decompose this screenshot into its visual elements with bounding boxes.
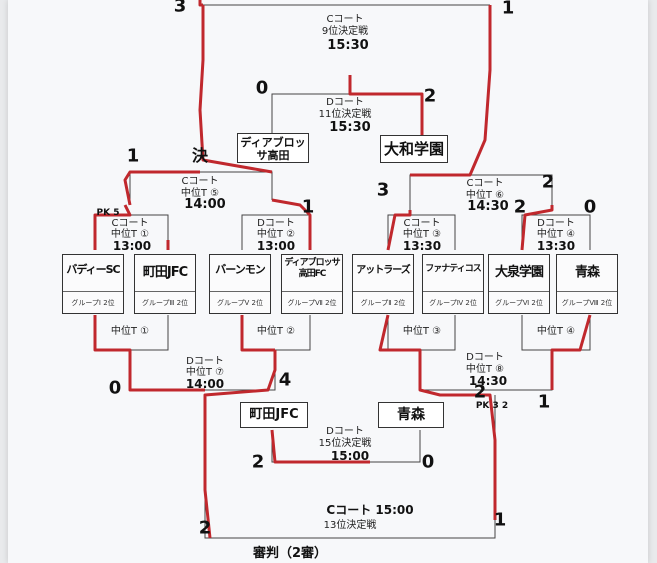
semi5-title: 中位T ⑤: [180, 188, 220, 199]
score-final9-right: 1: [501, 0, 515, 19]
team-group: グループⅧ 2位: [557, 291, 617, 318]
m4-bottom-label: 中位T ④: [536, 326, 576, 337]
final9-title: 9位決定戦: [321, 26, 369, 37]
final11-title: 11位決定戦: [318, 109, 372, 120]
team-group: グループⅢ 2位: [135, 291, 195, 318]
score-m2-right: 1: [301, 196, 315, 218]
semi8-title: 中位T ⑧: [465, 364, 505, 375]
semi7-time: 14:00: [185, 377, 225, 391]
semi5-note: 決: [191, 146, 209, 165]
final15-team-right: 青森: [378, 402, 444, 428]
score-semi6-left: 3: [376, 179, 390, 201]
team-name: 町田JFC: [142, 265, 188, 280]
score-m4-left: 2: [513, 196, 527, 218]
score-13-right: 1: [493, 509, 507, 531]
m1-title: 中位T ①: [110, 229, 150, 240]
semi6-court: Cコート: [466, 178, 504, 189]
team-group: グループⅣ 2位: [423, 291, 483, 318]
final11-time: 15:30: [329, 120, 371, 135]
score-semi8-left: 2: [473, 381, 487, 403]
score-semi6-right: 2: [541, 171, 555, 193]
semi7-title: 中位T ⑦: [185, 367, 225, 378]
semi6-time: 14:30: [467, 199, 509, 214]
team-name: 大泉学園: [494, 265, 544, 280]
team-name: 青森: [574, 265, 600, 280]
final15-team-left: 町田JFC: [240, 402, 308, 428]
score-final9-left: 3: [173, 0, 187, 17]
final11-court: Dコート: [326, 97, 364, 108]
m4-time: 13:30: [536, 239, 576, 253]
team-name: バーンモン: [215, 263, 265, 276]
final15-time: 15:00: [330, 449, 370, 463]
final9-court: Cコート: [326, 14, 364, 25]
final15-title: 15位決定戦: [318, 438, 372, 449]
m2-time: 13:00: [256, 239, 296, 253]
m4-court: Dコート: [537, 218, 575, 229]
m3-court: Cコート: [403, 218, 441, 229]
team-name: ディアブロッサ高田FC: [284, 258, 340, 279]
m2-title: 中位T ②: [256, 229, 296, 240]
team-name: アットラーズ: [356, 265, 411, 276]
score-semi8-right: 1: [537, 391, 551, 413]
team-group: グループⅡ 2位: [353, 291, 413, 318]
final15-court: Dコート: [326, 426, 364, 437]
bottom-note: 審判（2審）: [252, 546, 328, 561]
m2-bottom-label: 中位T ②: [256, 326, 296, 337]
score-15-right: 0: [421, 451, 435, 473]
final13-title: 13位決定戦: [323, 520, 377, 531]
m3-time: 13:30: [402, 239, 442, 253]
score-semi7-left: 0: [108, 377, 122, 399]
semi5-time: 14:00: [184, 197, 226, 212]
m4-title: 中位T ④: [536, 229, 576, 240]
semi5-court: Cコート: [181, 176, 219, 187]
semi8-court: Dコート: [466, 352, 504, 363]
team-card: 大泉学園グループⅥ 2位: [488, 254, 550, 314]
m1-time: 13:00: [112, 239, 152, 253]
m3-bottom-label: 中位T ③: [402, 326, 442, 337]
m3-title: 中位T ③: [402, 229, 442, 240]
team-card: 青森グループⅧ 2位: [556, 254, 618, 314]
team-name: ファナティコス: [425, 264, 481, 274]
semi8-time: 14:30: [468, 374, 508, 388]
score-11-left: 0: [255, 77, 269, 99]
semi6-title: 中位T ⑥: [465, 190, 505, 201]
m2-court: Dコート: [257, 218, 295, 229]
team-card: アットラーズグループⅡ 2位: [352, 254, 414, 314]
semi8-pk: PK 3 2: [475, 401, 509, 411]
team-card: ファナティコスグループⅣ 2位: [422, 254, 484, 314]
score-semi7-right: 4: [278, 369, 292, 391]
team-group: グループⅤ 2位: [210, 291, 270, 318]
score-m4-right: 0: [583, 196, 597, 218]
score-11-right: 2: [423, 85, 437, 107]
final9-time: 15:30: [327, 38, 369, 53]
m1-court: Cコート: [111, 218, 149, 229]
team-group: グループⅠ 2位: [63, 291, 123, 318]
team-group: グループⅥ 2位: [489, 291, 549, 318]
m1-note: PK 5: [96, 208, 120, 218]
semi7-court: Dコート: [186, 356, 224, 367]
final11-team-left: ディアブロッサ高田: [237, 133, 309, 163]
m1-bottom-label: 中位T ①: [110, 326, 150, 337]
team-name: バディーSC: [66, 263, 120, 276]
score-13-left: 2: [198, 517, 212, 539]
team-card: バーンモングループⅤ 2位: [209, 254, 271, 314]
final13-court: Cコート 15:00: [326, 503, 414, 517]
score-semi5-left: 1: [126, 145, 140, 167]
score-15-left: 2: [251, 451, 265, 473]
final11-team-right: 大和学園: [380, 135, 448, 163]
team-group: グループⅦ 2位: [282, 291, 342, 318]
